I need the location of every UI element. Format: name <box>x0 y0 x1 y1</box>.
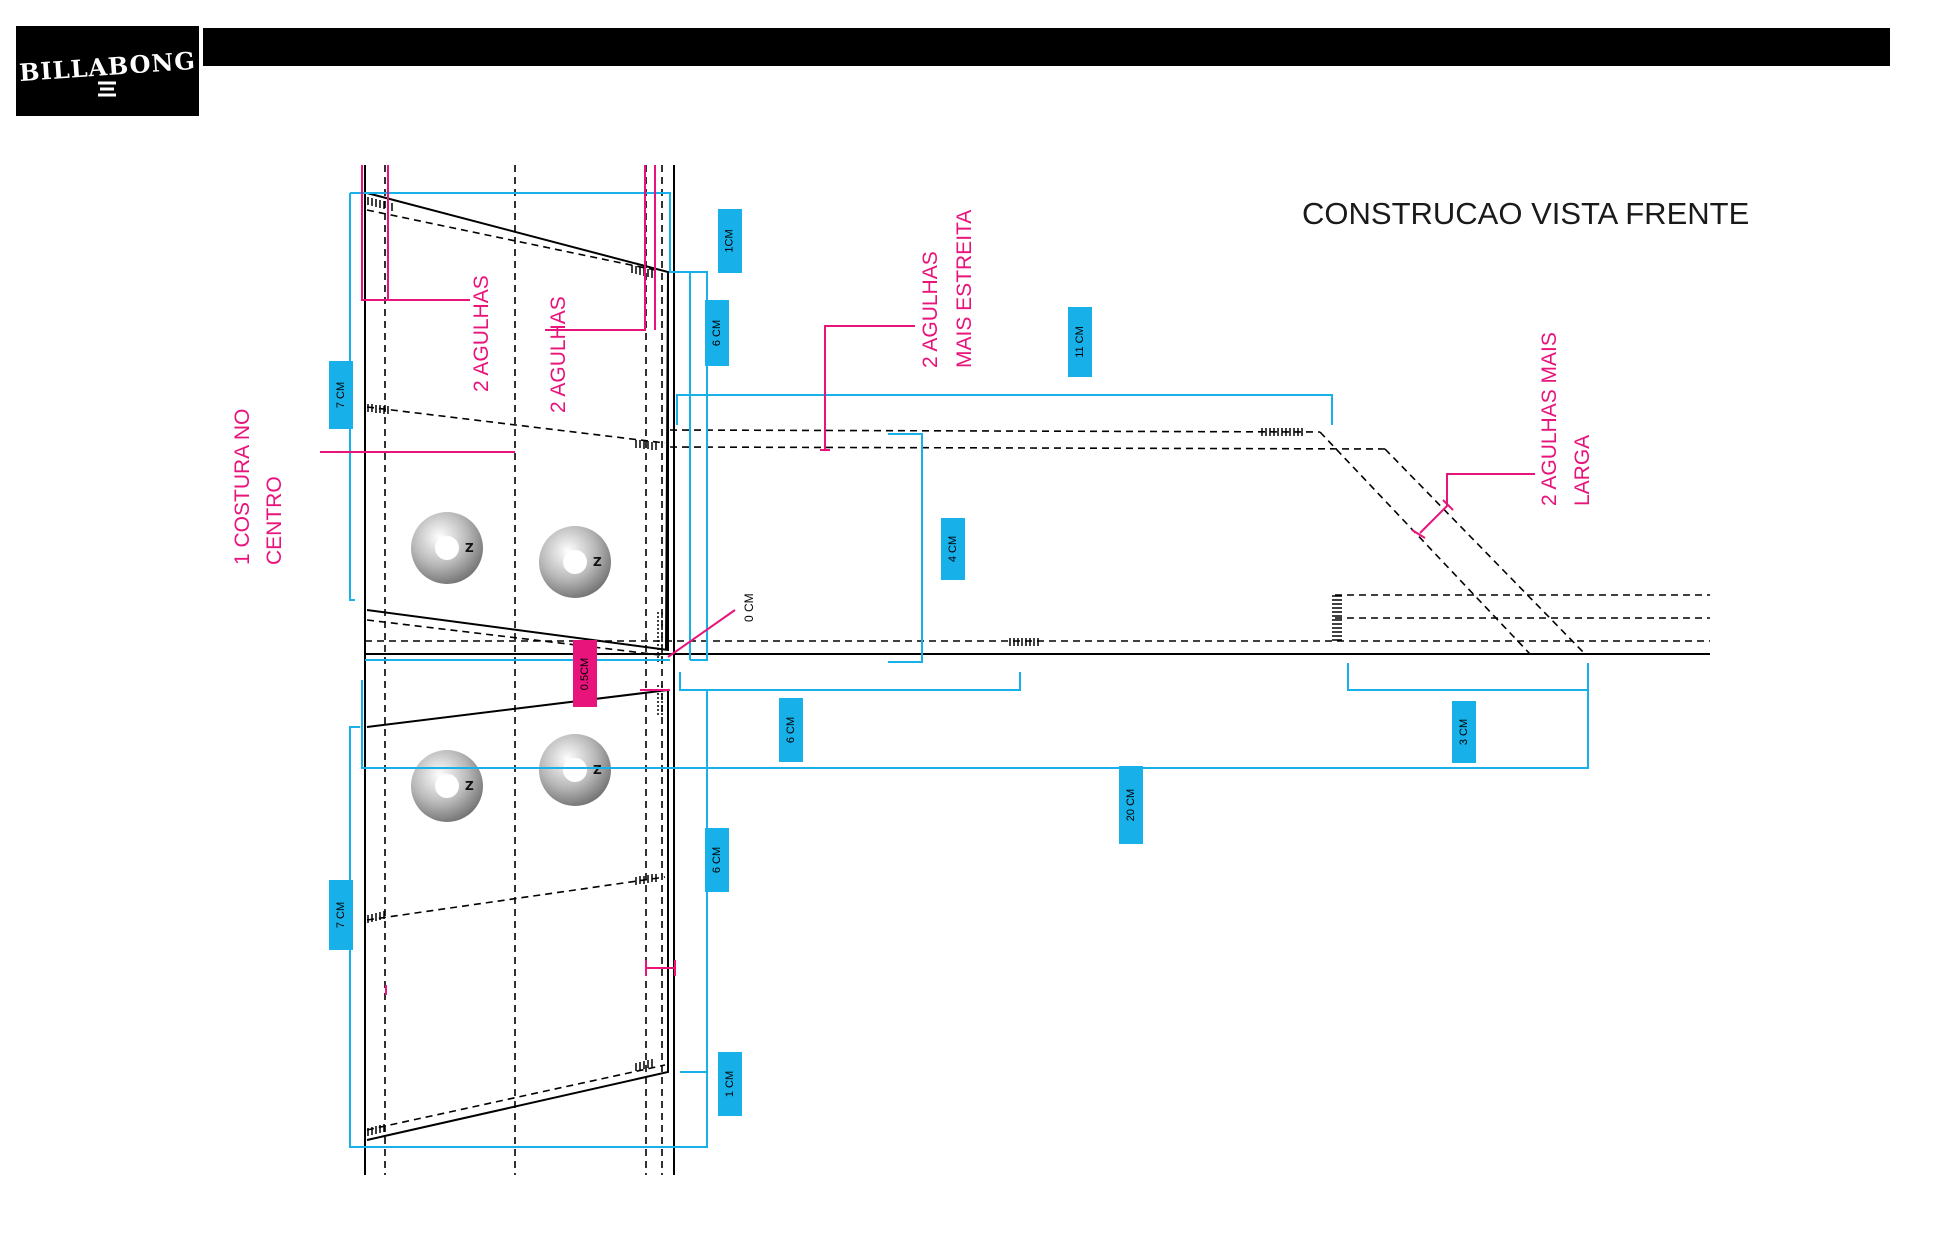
svg-text:Z: Z <box>465 541 474 555</box>
label-costura-line2: CENTRO <box>263 476 286 565</box>
measure-05cm: 0.5CM <box>573 640 597 707</box>
measure-1cm-bottom: 1 CM <box>718 1052 742 1116</box>
measurement-lines <box>349 192 1589 1148</box>
grommet: Z <box>539 526 611 598</box>
logo-icon <box>98 81 116 97</box>
label-2-agulhas-left: 2 AGULHAS <box>470 275 493 392</box>
measure-6cm-horizontal: 6 CM <box>779 698 803 762</box>
upper-pocket <box>366 192 669 656</box>
svg-text:Z: Z <box>465 779 474 793</box>
label-agulhas-larga-line2: LARGA <box>1571 434 1594 506</box>
label-2-agulhas-right: 2 AGULHAS <box>547 296 570 413</box>
label-agulhas-estreita-line2: MAIS ESTREITA <box>953 209 976 368</box>
svg-text:Z: Z <box>593 555 602 569</box>
measure-4cm: 4 CM <box>941 518 965 580</box>
waistband-extension <box>365 429 1710 655</box>
grommets: Z Z Z Z <box>411 512 611 822</box>
measure-20cm: 20 CM <box>1119 766 1143 844</box>
svg-text:Z: Z <box>593 763 602 777</box>
label-agulhas-estreita-line1: 2 AGULHAS <box>919 251 942 368</box>
measure-3cm: 3 CM <box>1452 701 1476 763</box>
grommet: Z <box>539 734 611 806</box>
label-zero-cm: 0 CM <box>742 593 756 622</box>
stitch-marks <box>367 197 1342 1136</box>
measure-6cm-upper: 6 CM <box>705 300 729 366</box>
measure-11cm: 11 CM <box>1068 307 1092 377</box>
grommet: Z <box>411 750 483 822</box>
annotation-leaders <box>320 165 1535 995</box>
measure-1cm-top: 1CM <box>718 209 742 273</box>
label-agulhas-larga-line1: 2 AGULHAS MAIS <box>1538 332 1561 506</box>
measure-7cm-lower: 7 CM <box>329 880 353 950</box>
brand-logo: BILLABONG <box>16 26 199 116</box>
measure-6cm-lower: 6 CM <box>705 828 729 892</box>
left-garment-panel <box>364 165 675 1175</box>
measure-7cm-upper: 7 CM <box>329 361 353 429</box>
grommet: Z <box>411 512 483 584</box>
label-costura-line1: 1 COSTURA NO <box>231 408 254 565</box>
page-title: CONSTRUCAO VISTA FRENTE <box>1302 196 1750 231</box>
lower-pocket <box>366 688 669 1141</box>
header-bar <box>203 28 1890 66</box>
